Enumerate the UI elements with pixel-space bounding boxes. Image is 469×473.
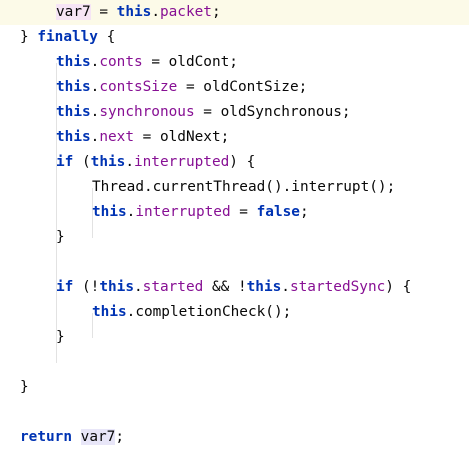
code-line[interactable]: Thread.currentThread().interrupt(); bbox=[0, 175, 469, 200]
code-token: ; bbox=[299, 204, 309, 220]
indent-guide bbox=[56, 63, 57, 363]
code-line[interactable]: } bbox=[0, 325, 469, 350]
code-token: = oldNext; bbox=[133, 129, 230, 145]
code-line-text: } bbox=[20, 375, 29, 400]
code-token bbox=[72, 429, 81, 445]
code-line[interactable]: } bbox=[0, 225, 469, 250]
code-token: = bbox=[90, 4, 117, 20]
code-token: var7 bbox=[80, 429, 116, 445]
keyword-token: this bbox=[116, 4, 152, 20]
code-line[interactable]: return var7; bbox=[0, 425, 469, 450]
code-token: . bbox=[90, 129, 100, 145]
code-line-text: var7 = this.packet; bbox=[56, 0, 221, 25]
code-token: = oldSynchronous; bbox=[194, 104, 351, 120]
code-line[interactable]: this.completionCheck(); bbox=[0, 300, 469, 325]
keyword-token: this bbox=[92, 204, 127, 220]
code-line[interactable]: this.conts = oldCont; bbox=[0, 50, 469, 75]
code-token: . bbox=[90, 104, 100, 120]
code-token: . bbox=[90, 79, 100, 95]
field-token: interrupted bbox=[133, 154, 230, 170]
code-line-text: } finally { bbox=[20, 25, 115, 50]
code-token: = oldContSize; bbox=[177, 79, 308, 95]
code-token: var7 bbox=[56, 4, 91, 20]
keyword-token: this bbox=[246, 279, 282, 295]
code-line[interactable]: this.next = oldNext; bbox=[0, 125, 469, 150]
code-token: . bbox=[133, 279, 143, 295]
code-line-text: this.synchronous = oldSynchronous; bbox=[56, 100, 351, 125]
keyword-token: if bbox=[56, 154, 74, 170]
code-line[interactable] bbox=[0, 400, 469, 425]
code-token: ().interrupt(); bbox=[265, 179, 396, 195]
keyword-token: this bbox=[56, 79, 91, 95]
field-token: next bbox=[99, 129, 134, 145]
code-line-text: this.conts = oldCont; bbox=[56, 50, 238, 75]
code-line-text: this.completionCheck(); bbox=[92, 300, 291, 325]
code-line-text: Thread.currentThread().interrupt(); bbox=[92, 175, 395, 200]
code-line[interactable]: var7 = this.packet; bbox=[0, 0, 469, 25]
field-token: contsSize bbox=[99, 79, 178, 95]
code-line[interactable]: this.interrupted = false; bbox=[0, 200, 469, 225]
keyword-token: false bbox=[256, 204, 300, 220]
indent-guide bbox=[92, 188, 93, 238]
code-token: { bbox=[97, 29, 116, 45]
keyword-token: this bbox=[56, 104, 91, 120]
code-line-text: this.next = oldNext; bbox=[56, 125, 229, 150]
code-token: = bbox=[230, 204, 257, 220]
code-token: } bbox=[20, 29, 38, 45]
code-token: currentThread bbox=[152, 179, 266, 195]
field-token: started bbox=[142, 279, 204, 295]
keyword-token: this bbox=[90, 154, 126, 170]
indent-guide bbox=[92, 313, 93, 338]
code-line[interactable]: this.synchronous = oldSynchronous; bbox=[0, 100, 469, 125]
field-token: synchronous bbox=[99, 104, 195, 120]
code-line-text: return var7; bbox=[20, 425, 124, 450]
keyword-token: this bbox=[56, 54, 91, 70]
code-line[interactable]: } finally { bbox=[0, 25, 469, 50]
code-token: } bbox=[56, 229, 65, 245]
code-token: ( bbox=[73, 154, 91, 170]
code-token: } bbox=[20, 379, 29, 395]
code-line[interactable]: this.contsSize = oldContSize; bbox=[0, 75, 469, 100]
code-token: . bbox=[126, 204, 136, 220]
keyword-token: if bbox=[56, 279, 74, 295]
code-token: = oldCont; bbox=[142, 54, 238, 70]
code-token: . bbox=[281, 279, 290, 295]
keyword-token: return bbox=[20, 429, 72, 445]
code-line[interactable]: } bbox=[0, 375, 469, 400]
code-token: (! bbox=[73, 279, 100, 295]
code-line[interactable] bbox=[0, 350, 469, 375]
code-token: . bbox=[90, 54, 100, 70]
code-token: ) { bbox=[229, 154, 256, 170]
keyword-token: finally bbox=[37, 29, 98, 45]
code-line-text: this.interrupted = false; bbox=[92, 200, 309, 225]
code-line-text: this.contsSize = oldContSize; bbox=[56, 75, 307, 100]
code-line-text: } bbox=[56, 325, 65, 350]
field-token: packet bbox=[159, 4, 212, 20]
code-token: && ! bbox=[203, 279, 247, 295]
code-token: ) { bbox=[385, 279, 412, 295]
code-token: .completionCheck(); bbox=[126, 304, 292, 320]
code-line[interactable]: if (!this.started && !this.startedSync) … bbox=[0, 275, 469, 300]
code-token: . bbox=[151, 4, 160, 20]
field-token: startedSync bbox=[289, 279, 386, 295]
code-line[interactable]: if (this.interrupted) { bbox=[0, 150, 469, 175]
keyword-token: this bbox=[92, 304, 127, 320]
code-line-text: } bbox=[56, 225, 65, 250]
field-token: conts bbox=[99, 54, 143, 70]
code-line-text: if (!this.started && !this.startedSync) … bbox=[56, 275, 411, 300]
code-line[interactable] bbox=[0, 250, 469, 275]
keyword-token: this bbox=[56, 129, 91, 145]
code-token: ; bbox=[115, 429, 124, 445]
code-line-text: if (this.interrupted) { bbox=[56, 150, 255, 175]
field-token: interrupted bbox=[135, 204, 231, 220]
code-token: ; bbox=[211, 4, 221, 20]
keyword-token: this bbox=[99, 279, 134, 295]
code-token: . bbox=[125, 154, 134, 170]
code-token: Thread. bbox=[92, 179, 153, 195]
code-token: } bbox=[56, 329, 65, 345]
